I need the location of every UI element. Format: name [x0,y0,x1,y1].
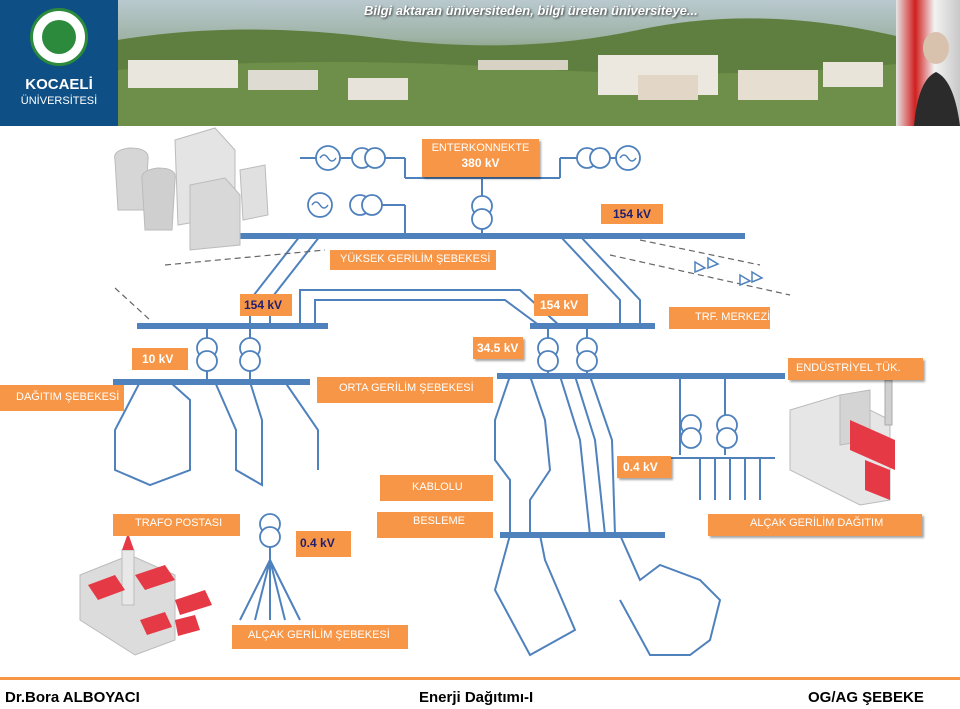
trf-merkezi-label: TRF. MERKEZİ [669,307,770,329]
dagitim-label: DAĞITIM ŞEBEKESİ [0,385,124,411]
footer-author: Dr.Bora ALBOYACI [5,689,140,706]
university-logo: KOCAELİ ÜNİVERSİTESİ [0,0,118,126]
footer-divider [0,677,960,680]
alcak-gerilim-dagitim-label: ALÇAK GERİLİM DAĞITIM [708,514,922,536]
network-diagram [79,127,895,657]
enterkonnekte-label: ENTERKONNEKTE 380 kV [422,139,539,177]
enterkonnekte-text: ENTERKONNEKTE [431,142,530,154]
header-banner: KOCAELİ ÜNİVERSİTESİ Bilgi aktaran ünive… [0,0,960,126]
logo-line1: KOCAELİ [25,76,93,93]
portrait-image [896,0,960,126]
kv04-left-label: 0.4 kV [296,531,351,557]
kv34-5-label: 34.5 kV [473,337,523,359]
kv154-right-label: 154 kV [601,204,663,224]
kv154-mid-label: 154 kV [534,294,588,316]
slogan: Bilgi aktaran üniversiteden, bilgi ürete… [364,3,698,18]
alcak-gerilim-sebekesi-label: ALÇAK GERİLİM ŞEBEKESİ [232,625,408,649]
kv10-label: 10 kV [132,348,188,370]
campus-photo: Bilgi aktaran üniversiteden, bilgi ürete… [118,0,896,126]
enterkonnekte-voltage: 380 kV [461,156,500,170]
orta-gerilim-label: ORTA GERİLİM ŞEBEKESİ [317,377,493,403]
trafo-postasi-label: TRAFO POSTASI [113,514,240,536]
kv04-right-label: 0.4 kV [617,456,671,478]
besleme-label: BESLEME [377,512,493,538]
endustriyel-label: ENDÜSTRİYEL TÜK. [788,358,923,380]
yuksek-gerilim-label: YÜKSEK GERİLİM ŞEBEKESİ [330,250,496,270]
kablolu-label: KABLOLU [380,475,493,501]
footer-topic: OG/AG ŞEBEKE [808,689,924,706]
footer-course: Enerji Dağıtımı-I [419,689,534,706]
logo-line2: ÜNİVERSİTESİ [20,95,98,107]
university-seal-icon [30,8,88,66]
kv154-left-label: 154 kV [240,294,292,316]
